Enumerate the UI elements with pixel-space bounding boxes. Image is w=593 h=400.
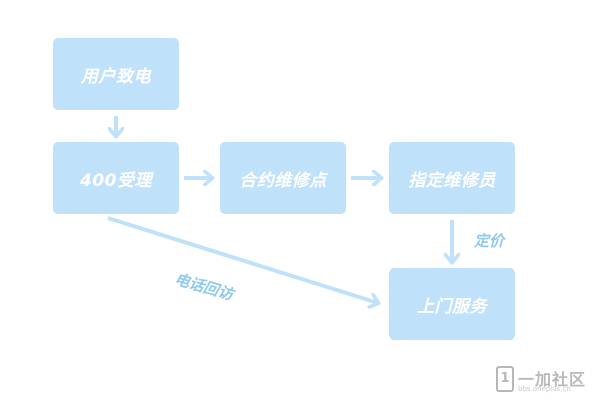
edge-label-price: 定价 (474, 232, 505, 250)
node-caller-label: 用户致电 (81, 66, 151, 87)
node-appoint-label: 合约维修点 (239, 170, 327, 191)
watermark-brand: 一加社区 (518, 370, 587, 389)
node-accept: 400受理 (53, 142, 179, 214)
node-assign: 指定维修员 (389, 142, 515, 214)
node-service-label: 上门服务 (417, 296, 487, 317)
node-assign-label: 指定维修员 (408, 170, 496, 191)
oneplus-logo-icon: 1 (496, 366, 514, 392)
node-service: 上门服务 (389, 268, 515, 340)
watermark: 1 一加社区 bbs.oneplus.cn (496, 366, 588, 396)
node-caller: 用户致电 (53, 38, 179, 110)
node-accept-label: 400受理 (80, 170, 152, 191)
arrow-accept-to-service (107, 216, 378, 303)
watermark-url: bbs.oneplus.cn (518, 385, 571, 393)
node-appoint: 合约维修点 (220, 142, 346, 214)
